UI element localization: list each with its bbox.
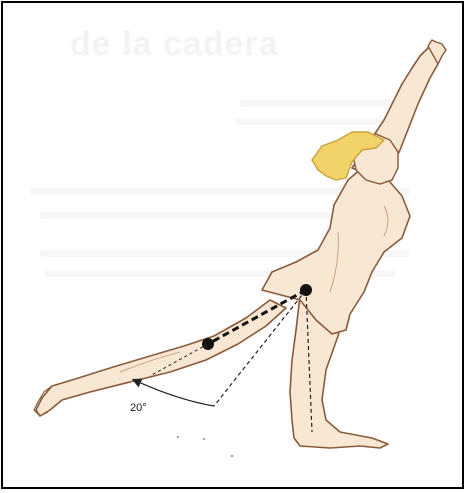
extended-leg <box>36 300 286 416</box>
scan-speck <box>203 438 205 440</box>
scan-speck <box>177 436 179 438</box>
hip-joint-marker <box>300 284 312 296</box>
angle-label: 20° <box>130 402 147 414</box>
knee-joint-marker <box>202 338 214 350</box>
scan-speck <box>231 455 233 457</box>
